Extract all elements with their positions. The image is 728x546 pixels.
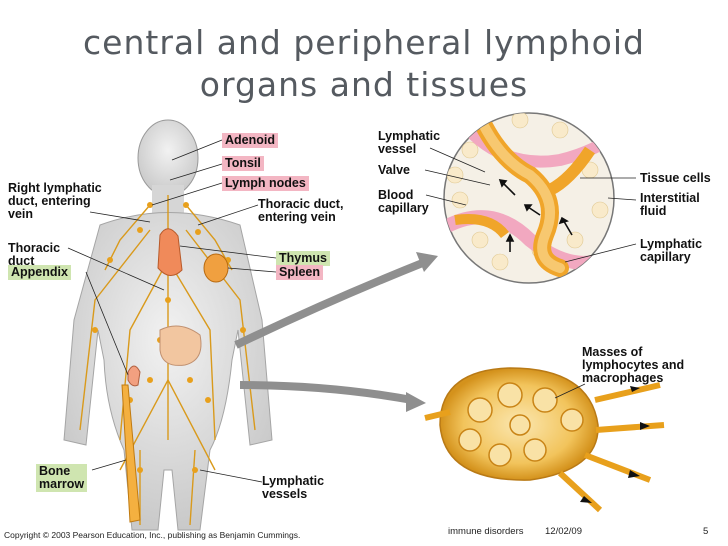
slide-title-line-1: central and peripheral lymphoid	[83, 23, 645, 62]
thymus-organ	[157, 228, 183, 276]
connector-arrows	[234, 252, 438, 412]
copyright-notice: Copyright © 2003 Pearson Education, Inc.…	[4, 530, 301, 540]
label-adenoid: Adenoid	[222, 133, 278, 148]
label-lymphatic-vessels: Lymphatic vessels	[262, 474, 325, 501]
label-valve: Valve	[378, 163, 410, 177]
label-thoracic-duct-entering-vein: Thoracic duct, entering vein	[258, 197, 344, 224]
femur-bone-marrow	[121, 384, 141, 523]
label-bone-marrow: Bone marrow	[36, 464, 88, 492]
label-interstitial-fluid: Interstitial fluid	[640, 191, 700, 218]
lymphatic-capillary-diagram	[443, 112, 615, 284]
label-masses-of-lymphocytes: Masses of lymphocytes and macrophages	[582, 345, 685, 385]
label-right-lymphatic-duct: Right lymphatic duct, entering vein	[8, 181, 102, 221]
appendix-organ	[127, 365, 141, 387]
label-appendix: Appendix	[8, 265, 71, 280]
label-spleen: Spleen	[276, 265, 323, 280]
label-thymus: Thymus	[276, 251, 330, 266]
spleen-organ	[203, 253, 229, 283]
label-tissue-cells: Tissue cells	[640, 171, 711, 185]
label-lymphatic-vessel: Lymphatic vessel	[378, 129, 441, 156]
footer-topic: immune disorders	[448, 526, 524, 537]
slide-title-line-2: organs and tissues	[199, 65, 529, 104]
intestines	[159, 325, 202, 366]
footer-date: 12/02/09	[545, 526, 582, 537]
label-lymphatic-capillary: Lymphatic capillary	[640, 237, 703, 264]
page-number: 5	[703, 526, 709, 537]
label-tonsil: Tonsil	[222, 156, 264, 171]
label-lymph-nodes: Lymph nodes	[222, 176, 309, 191]
leader-lines-circle	[424, 147, 637, 263]
label-thoracic-duct: Thoracic duct	[8, 241, 61, 268]
leader-lines	[67, 139, 277, 483]
label-blood-capillary: Blood capillary	[378, 188, 429, 215]
lymph-node-diagram	[424, 367, 665, 513]
